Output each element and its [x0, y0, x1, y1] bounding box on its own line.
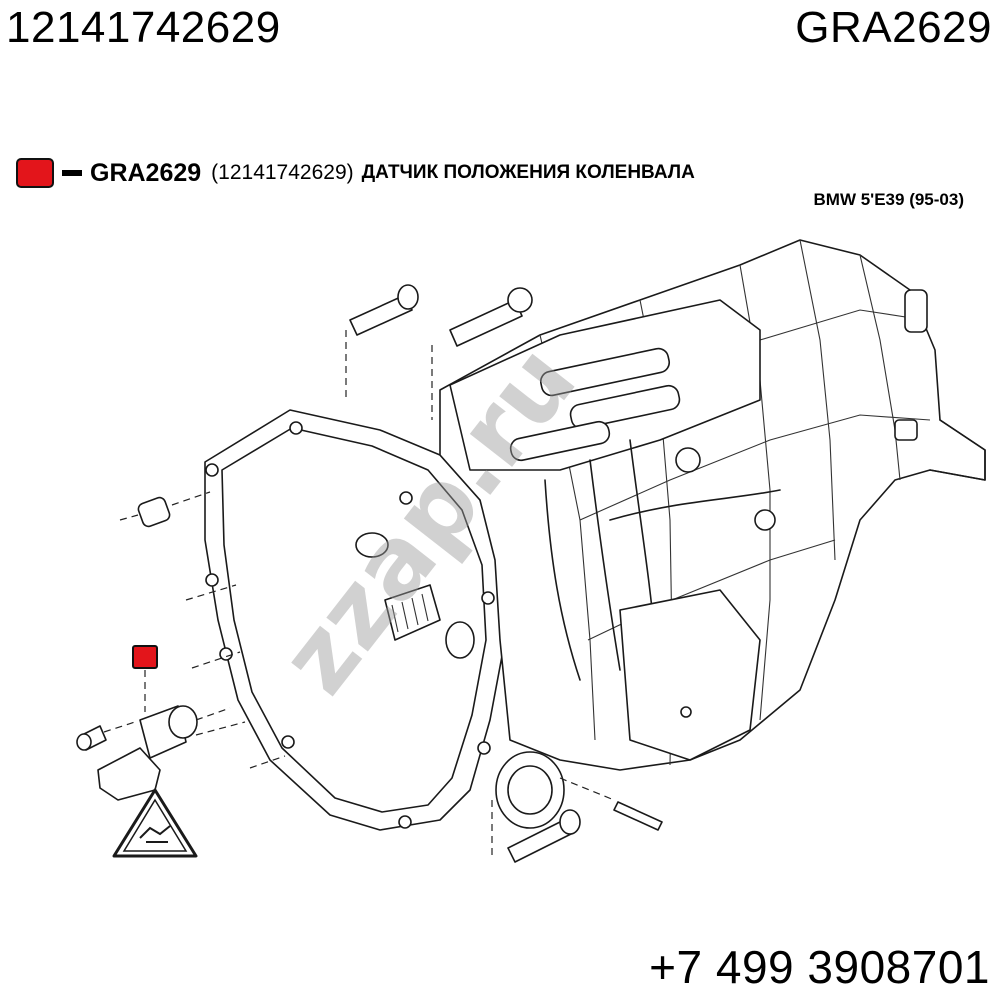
- bushing: [119, 491, 211, 528]
- vehicle-model: BMW 5'E39 (95-03): [813, 190, 964, 209]
- stud-bolt: [559, 777, 663, 831]
- bolt-bottom: [491, 800, 581, 863]
- bolt-top-right: [431, 287, 533, 420]
- valve-body: [449, 299, 781, 681]
- crankshaft-position-sensor: [76, 645, 231, 801]
- starter-housing: [495, 589, 761, 829]
- input-shaft: [355, 532, 475, 659]
- legend-cross-reference: (12141742629): [211, 161, 354, 184]
- phone-number: +7 499 3908701: [649, 941, 990, 993]
- electrical-warning-icon: [112, 788, 198, 858]
- red-marker-icon: [16, 158, 54, 188]
- bolt-top-left: [345, 284, 419, 400]
- part-number: 12141742629: [6, 3, 281, 52]
- part-code-header: GRA2629: [795, 3, 992, 52]
- legend-part-code: GRA2629: [90, 158, 202, 187]
- legend: GRA2629 (12141742629) ДАТЧИК ПОЛОЖЕНИЯ К…: [16, 156, 695, 190]
- dash-divider: [62, 170, 82, 176]
- bell-housing: [204, 409, 506, 831]
- sensor-marker-icon: [132, 645, 158, 669]
- legend-part-name: ДАТЧИК ПОЛОЖЕНИЯ КОЛЕНВАЛА: [361, 162, 695, 183]
